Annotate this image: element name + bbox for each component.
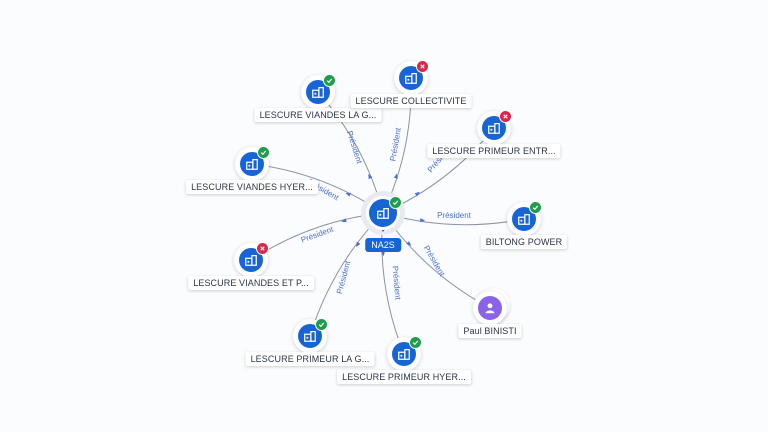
edge-arrow-lescure-viandes-et-p bbox=[341, 218, 347, 223]
active-check-icon bbox=[257, 146, 270, 159]
edge-label-lescure-primeur-la-g: Président bbox=[335, 259, 353, 295]
person-icon bbox=[478, 296, 502, 320]
node-label-lescure-primeur-hyer[interactable]: LESCURE PRIMEUR HYER... bbox=[337, 370, 471, 384]
node-label-paul-binisti[interactable]: Paul BINISTI bbox=[458, 324, 522, 338]
map-pin-tip bbox=[377, 223, 389, 232]
center-node-label[interactable]: NA2S bbox=[365, 238, 401, 252]
edge-arrow-lescure-primeur-hyer bbox=[381, 251, 385, 257]
edge-arrow-lescure-viandes-la-g bbox=[368, 173, 373, 180]
node-label-lescure-collectivite[interactable]: LESCURE COLLECTIVITE bbox=[350, 94, 472, 108]
edge-label-lescure-primeur-hyer: Président bbox=[391, 266, 403, 301]
edge-arrow-paul-binisti bbox=[406, 241, 412, 246]
building-icon bbox=[298, 324, 322, 348]
closed-cross-icon bbox=[416, 60, 429, 73]
node-label-biltong-power[interactable]: BILTONG POWER bbox=[480, 235, 568, 249]
edge-label-lescure-collectivite: Président bbox=[388, 126, 403, 162]
closed-cross-icon bbox=[256, 242, 269, 255]
edge-label-biltong-power: Président bbox=[437, 211, 472, 220]
edge-arrow-lescure-primeur-entr bbox=[414, 191, 420, 197]
active-check-icon bbox=[315, 318, 328, 331]
active-check-icon bbox=[409, 336, 422, 349]
node-label-lescure-viandes-la-g[interactable]: LESCURE VIANDES LA G... bbox=[254, 108, 382, 122]
edge-label-paul-binisti: Président bbox=[422, 244, 447, 278]
edge-label-lescure-viandes-la-g: Président bbox=[345, 130, 364, 166]
active-check-icon bbox=[529, 201, 542, 214]
node-label-lescure-viandes-et-p[interactable]: LESCURE VIANDES ET P... bbox=[188, 276, 314, 290]
active-check-icon bbox=[323, 74, 336, 87]
edge-arrow-lescure-viandes-hyer bbox=[345, 192, 351, 197]
edge-arrow-lescure-collectivite bbox=[393, 173, 398, 179]
closed-cross-icon bbox=[499, 110, 512, 123]
node-label-lescure-viandes-hyer[interactable]: LESCURE VIANDES HYER... bbox=[186, 180, 318, 194]
node-label-lescure-primeur-la-g[interactable]: LESCURE PRIMEUR LA G... bbox=[245, 352, 375, 366]
edge-arrow-lescure-primeur-la-g bbox=[356, 241, 361, 248]
active-check-icon bbox=[389, 196, 402, 209]
edge-arrow-biltong-power bbox=[420, 218, 426, 223]
node-label-lescure-primeur-entr[interactable]: LESCURE PRIMEUR ENTR... bbox=[427, 144, 561, 158]
